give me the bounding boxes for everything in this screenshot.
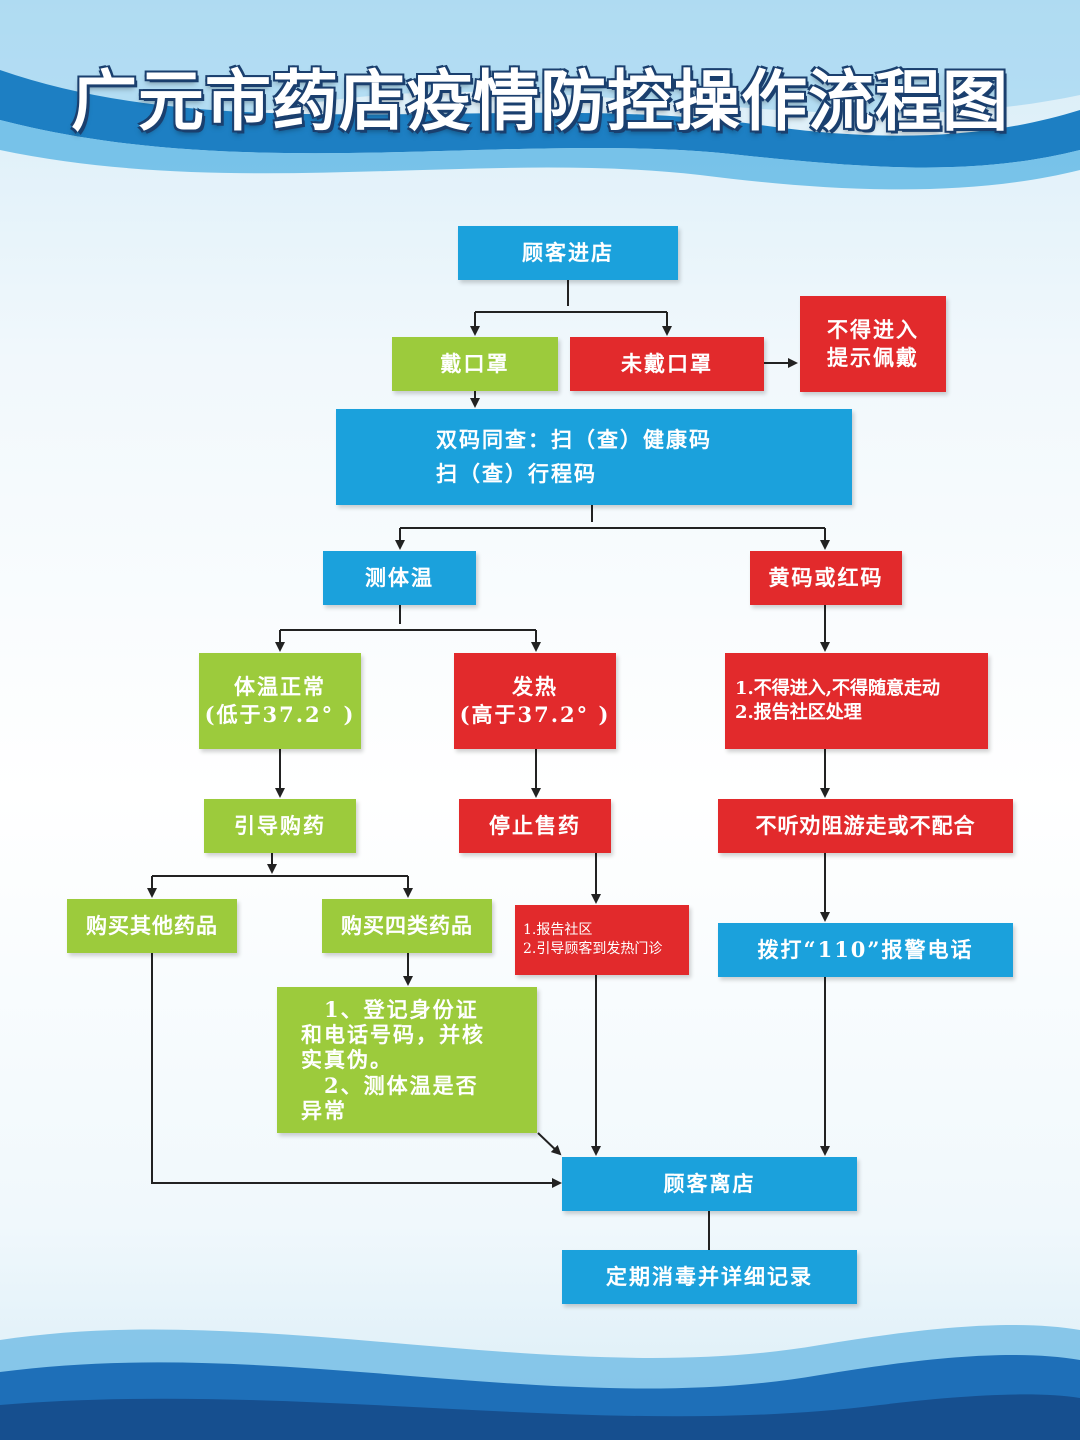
node-call-110: 拨打“110”报警电话 xyxy=(718,923,1013,977)
node-buy-four-class-drugs: 购买四类药品 xyxy=(322,899,492,953)
node-guide-purchase: 引导购药 xyxy=(204,799,356,853)
node-customer-enter: 顾客进店 xyxy=(458,226,678,280)
arrow-other-to-leave xyxy=(151,952,562,1188)
node-register-id-check-temp: 1、登记身份证 和电话号码，并核 实真伪。 2、测体温是否 异常 xyxy=(277,987,537,1133)
node-stop-sale: 停止售药 xyxy=(459,799,611,853)
node-no-entry-report: 1.不得进入,不得随意走动 2.报告社区处理 xyxy=(725,653,988,749)
node-no-mask: 未戴口罩 xyxy=(570,337,764,391)
arrow-register-to-leave xyxy=(537,1132,562,1156)
node-yellow-red-code: 黄码或红码 xyxy=(750,551,902,605)
node-disinfect-record: 定期消毒并详细记录 xyxy=(562,1250,857,1304)
node-temp-normal: 体温正常 (低于37.2° ) xyxy=(199,653,361,749)
node-no-entry-remind: 不得进入 提示佩戴 xyxy=(800,296,946,392)
node-dual-code-check: 双码同查：扫（查）健康码 扫（查）行程码 xyxy=(336,409,852,505)
node-measure-temp: 测体温 xyxy=(323,551,476,605)
node-refuse-cooperate: 不听劝阻游走或不配合 xyxy=(718,799,1013,853)
node-wear-mask: 戴口罩 xyxy=(392,337,558,391)
node-customer-leave: 顾客离店 xyxy=(562,1157,857,1211)
page-title: 广元市药店疫情防控操作流程图 xyxy=(71,63,1009,140)
node-fever: 发热 (高于37.2° ) xyxy=(454,653,616,749)
node-report-community-fever-clinic: 1.报告社区 2.引导顾客到发热门诊 xyxy=(515,905,689,975)
node-buy-other-drugs: 购买其他药品 xyxy=(67,899,237,953)
